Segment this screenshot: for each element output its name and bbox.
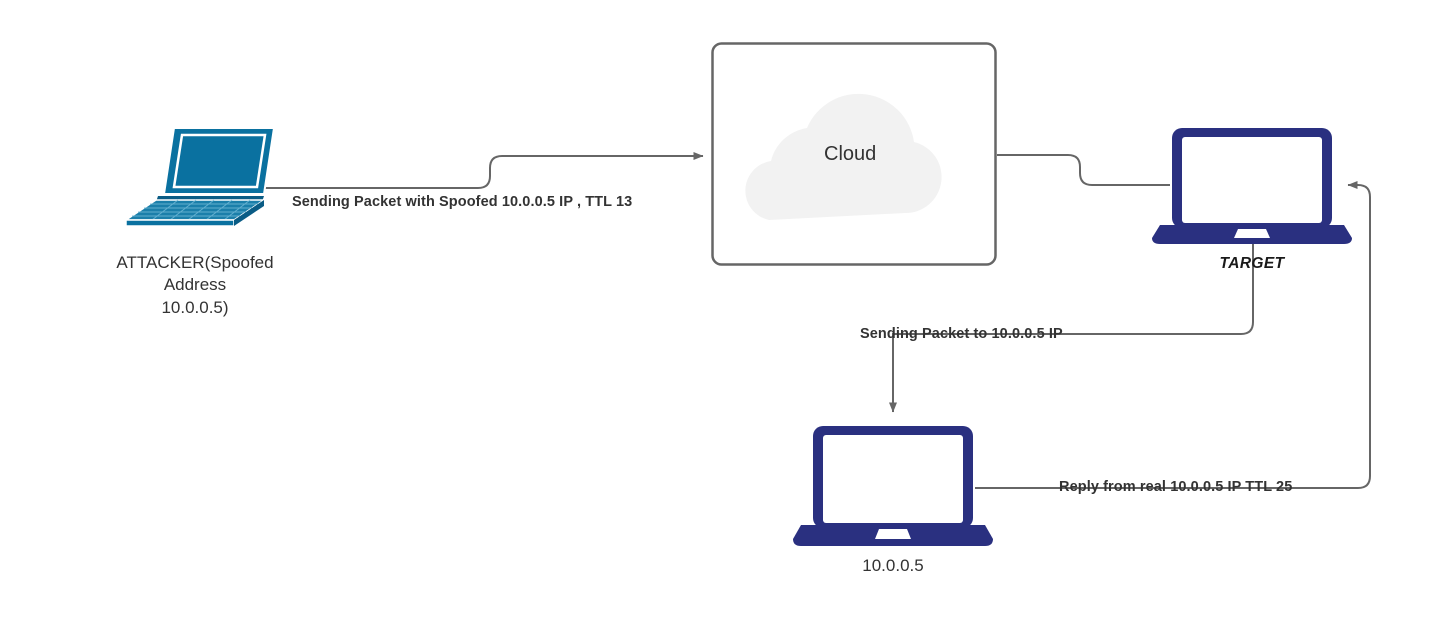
attacker-label: ATTACKER(Spoofed Address 10.0.0.5)	[60, 252, 330, 319]
attacker-label-line1: ATTACKER(Spoofed	[116, 253, 274, 272]
attacker-label-line3: 10.0.0.5)	[161, 297, 229, 317]
cloud-container-box	[711, 42, 997, 266]
cloud-label: Cloud	[824, 143, 877, 165]
attacker-label-line2: Address	[163, 275, 227, 295]
node-attacker[interactable]	[112, 122, 277, 227]
edge-label-victim-to-target: Reply from real 10.0.0.5 IP TTL 25	[1059, 479, 1293, 495]
node-cloud-container[interactable]	[711, 42, 997, 266]
laptop-icon	[1152, 128, 1352, 244]
cloud-icon	[745, 93, 942, 220]
node-target[interactable]	[1152, 126, 1352, 246]
connector-cloud-to-target	[997, 154, 1170, 186]
laptop-icon	[793, 426, 993, 546]
target-label: TARGET	[1219, 255, 1285, 272]
connector-target-to-victim	[889, 243, 1254, 413]
node-victim[interactable]	[793, 424, 993, 548]
victim-label: 10.0.0.5	[862, 556, 924, 575]
laptop-isometric-icon	[123, 127, 276, 227]
edge-label-attacker-to-cloud: Sending Packet with Spoofed 10.0.0.5 IP …	[292, 194, 633, 210]
connector-attacker-to-cloud	[262, 152, 704, 189]
connector-victim-to-target	[975, 181, 1371, 489]
edge-label-target-to-victim: Sending Packet to 10.0.0.5 IP	[860, 326, 1063, 342]
